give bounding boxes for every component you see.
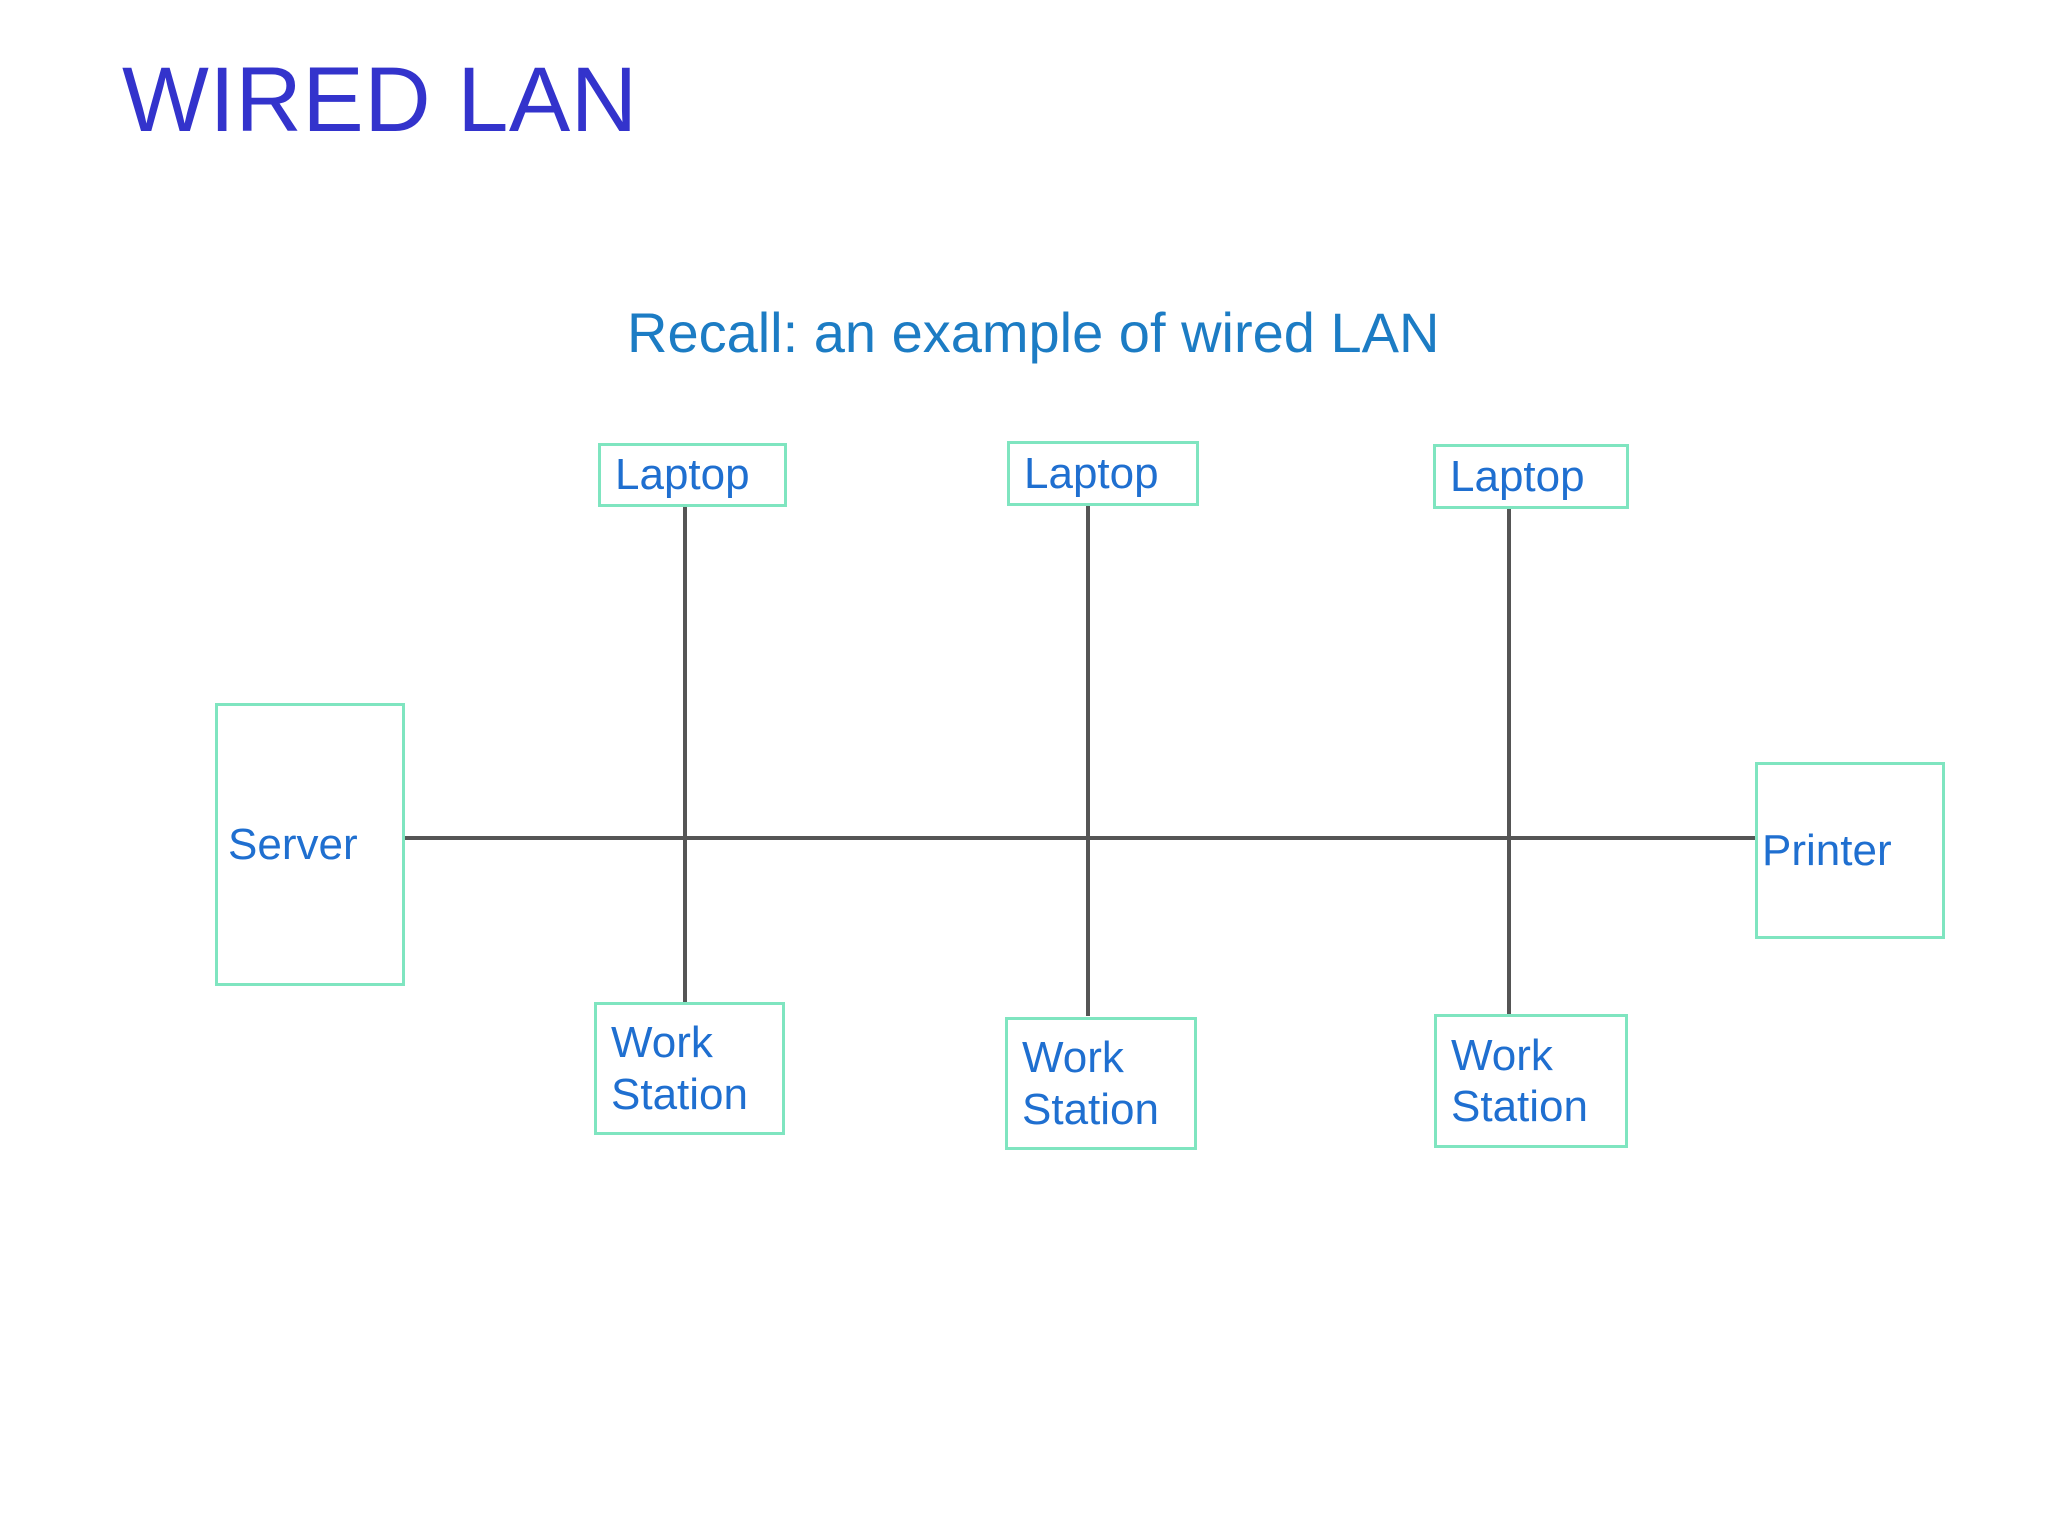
node-workstation-1[interactable]: Work Station [594,1002,785,1135]
node-server-label: Server [228,819,358,869]
node-workstation-2[interactable]: Work Station [1005,1017,1197,1150]
node-laptop-2-label: Laptop [1024,448,1159,498]
node-laptop-3-label: Laptop [1450,451,1585,501]
node-workstation-2-label: Work Station [1022,1033,1159,1134]
node-workstation-3-label: Work Station [1451,1030,1588,1131]
diagram-caption: Recall: an example of wired LAN [627,301,1440,364]
node-workstation-1-label: Work Station [611,1018,748,1119]
node-laptop-1-label: Laptop [615,450,750,500]
drop-line-1 [683,506,687,1004]
node-laptop-2[interactable]: Laptop [1007,441,1199,506]
node-server[interactable]: Server [215,703,405,986]
node-printer[interactable]: Printer [1755,762,1945,939]
page-title: WIRED LAN [122,49,638,151]
node-laptop-3[interactable]: Laptop [1433,444,1629,509]
node-workstation-3[interactable]: Work Station [1434,1014,1628,1148]
drop-line-3 [1507,508,1511,1016]
drop-line-2 [1086,506,1090,1016]
node-printer-label: Printer [1762,825,1892,875]
bus-backbone-line [403,836,1758,840]
node-laptop-1[interactable]: Laptop [598,443,787,507]
